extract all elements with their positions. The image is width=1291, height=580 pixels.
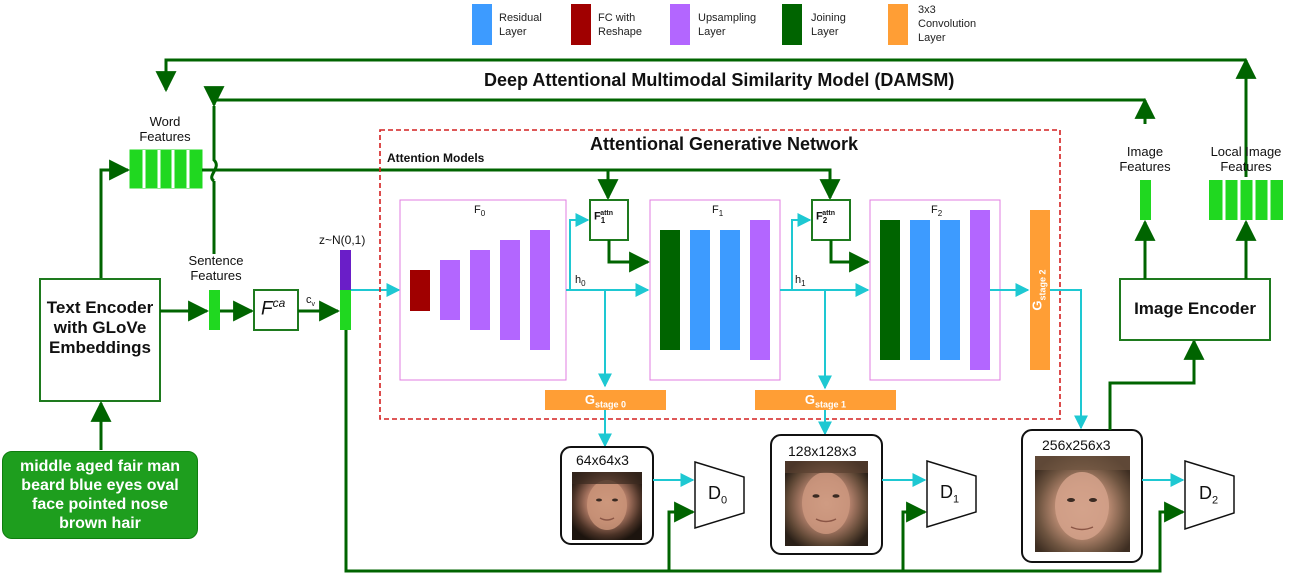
word-features-vector (142, 150, 190, 188)
cv-to-d1 (901, 501, 928, 571)
g-stage-1: Gstage 1 (755, 390, 896, 410)
legend-swatch-upsampling (670, 4, 690, 45)
sentence-features-vector (209, 290, 220, 330)
f2-up-layer (970, 210, 990, 370)
g-stage-0: Gstage 0 (545, 390, 666, 410)
agn-title: Attentional Generative Network (590, 134, 859, 154)
cv-label: cv (306, 294, 315, 309)
cv-bottom-line (344, 330, 1186, 573)
resolution-128: 128x128x3 (788, 443, 857, 459)
sentence-features-label: Sentence Features (188, 253, 244, 283)
word-to-f2attn (608, 168, 841, 201)
g2-to-image2-arrow (1050, 289, 1088, 430)
text-encoder-box (39, 278, 161, 402)
legend-label-residual: Residual Layer (499, 12, 542, 38)
f2-res-layer-2 (940, 220, 960, 360)
f2attn-label: F2attn (816, 210, 836, 225)
noise-vector (340, 250, 351, 290)
discriminator-d0 (694, 460, 745, 530)
agn-boundary (379, 129, 1061, 420)
d1-label: D1 (940, 482, 960, 506)
h1-to-f2attn (791, 213, 812, 290)
h1-label: h1 (795, 274, 806, 289)
h0-label: h0 (575, 274, 586, 289)
legend-label-upsampling: Upsampling Layer (698, 12, 757, 38)
f2-res-layer-1 (910, 220, 930, 360)
discriminator-d1 (926, 459, 977, 529)
f1attn-label: F1attn (594, 210, 614, 225)
discriminator-d2 (1184, 459, 1235, 531)
noise-label: z~N(0,1) (319, 233, 366, 247)
f0-up-layer-1 (440, 260, 460, 320)
f1attn-box (589, 199, 629, 241)
f0-fc-layer (410, 270, 430, 311)
f2attn-to-f2 (829, 240, 871, 273)
f1-up-layer (750, 220, 770, 360)
f0-up-layer-3 (500, 240, 520, 340)
text-to-word-arrow (99, 159, 131, 278)
f2-join-layer (880, 220, 900, 360)
legend-label-conv: 3x3 Convolution Layer (918, 4, 977, 44)
local-image-features-vector (1222, 180, 1271, 220)
legend-swatch-residual (472, 4, 492, 45)
legend-label-fc: FC with Reshape (598, 12, 643, 38)
image2-to-encoder-line (1108, 338, 1205, 430)
f1-res-layer-1 (690, 230, 710, 350)
image-encoder-label: Image Encoder (1134, 299, 1256, 318)
damsm-top-line (155, 58, 1246, 93)
f0-label: F0 (474, 204, 486, 219)
d2-label: D2 (1199, 483, 1219, 507)
cv-to-d0 (667, 501, 696, 571)
legend-swatch-fc (571, 4, 591, 45)
input-text-description: middle aged fair man beard blue eyes ova… (2, 451, 198, 539)
f1-res-layer-2 (720, 230, 740, 350)
f1-label: F1 (712, 204, 724, 219)
d0-label: D0 (708, 483, 728, 507)
h0-to-f1attn (569, 213, 590, 290)
word-to-f1attn (202, 168, 619, 201)
f1-join-layer (660, 230, 680, 350)
word-features-label: Word Features (139, 114, 191, 144)
image-features-label: Image Features (1119, 144, 1171, 174)
g-stage-2: Gstage 2 (1030, 210, 1050, 370)
damsm-title: Deep Attentional Multimodal Similarity M… (484, 70, 955, 90)
f1attn-to-f1 (607, 240, 651, 273)
text-encoder-label: Text Encoder with GLoVe Embeddings (46, 298, 154, 357)
fca-label: Fca (261, 296, 286, 320)
damsm-second-line (203, 86, 1145, 108)
local-image-features-label: Local Image Features (1210, 144, 1282, 174)
f2-label: F2 (931, 204, 943, 219)
resolution-64: 64x64x3 (576, 452, 629, 468)
f0-up-layer-2 (470, 250, 490, 330)
cv-vector (340, 290, 351, 330)
legend-swatch-joining (782, 4, 802, 45)
legend-swatch-conv (888, 4, 908, 45)
f0-up-layer-4 (530, 230, 550, 350)
attention-models-label: Attention Models (387, 151, 485, 165)
legend-label-joining: Joining Layer (811, 12, 846, 38)
fca-box (253, 289, 299, 331)
image-features-vector (1140, 180, 1151, 220)
resolution-256: 256x256x3 (1042, 437, 1111, 453)
image-encoder-box (1119, 278, 1271, 341)
